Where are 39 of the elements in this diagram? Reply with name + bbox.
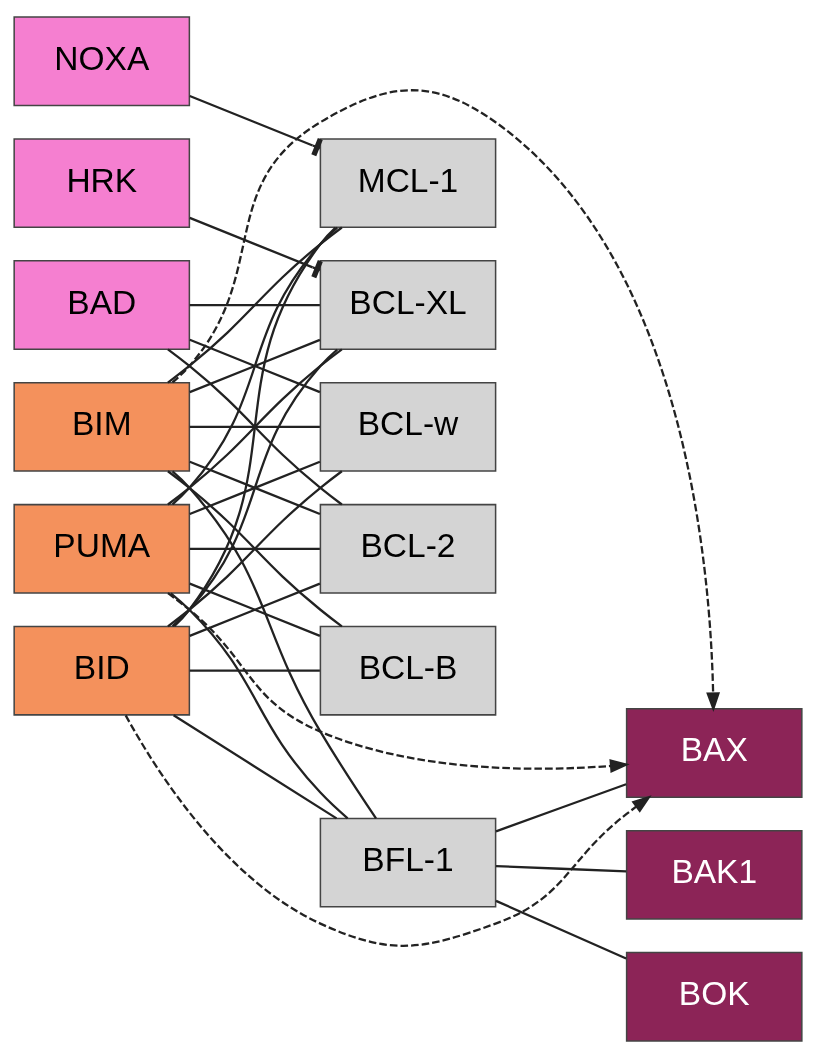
connector bbox=[495, 899, 627, 959]
node-box: BCL-B bbox=[319, 625, 497, 716]
node-box: BIM bbox=[13, 381, 191, 472]
connector bbox=[495, 864, 627, 872]
node-box: BID bbox=[13, 625, 191, 716]
connector bbox=[189, 547, 320, 550]
connector bbox=[189, 582, 321, 637]
connector bbox=[167, 226, 343, 383]
connector bbox=[189, 303, 320, 306]
node-box: BAK1 bbox=[625, 829, 803, 920]
node-box: BAX bbox=[625, 707, 803, 798]
connector bbox=[189, 338, 321, 393]
node-box: BCL-w bbox=[319, 381, 497, 472]
connector bbox=[173, 226, 337, 627]
connector bbox=[167, 347, 343, 505]
arrow bbox=[124, 714, 652, 947]
connector bbox=[495, 782, 627, 832]
node-box: BOK bbox=[625, 951, 803, 1042]
arrow bbox=[167, 591, 630, 773]
node-box: MCL-1 bbox=[319, 137, 497, 228]
connector bbox=[189, 216, 323, 278]
node-box: PUMA bbox=[13, 503, 191, 594]
connector bbox=[171, 226, 338, 505]
node-box: BFL-1 bbox=[319, 817, 497, 908]
connector bbox=[189, 94, 323, 156]
connector bbox=[189, 425, 320, 428]
node-box: BCL-2 bbox=[319, 503, 497, 594]
connector bbox=[173, 713, 338, 819]
connector bbox=[170, 591, 349, 819]
node-box: HRK bbox=[13, 137, 191, 228]
arrow bbox=[171, 88, 721, 712]
connector bbox=[171, 470, 377, 819]
connector bbox=[189, 669, 320, 672]
connector bbox=[189, 460, 321, 515]
node-box: NOXA bbox=[13, 15, 191, 106]
node-box: BCL-XL bbox=[319, 259, 497, 350]
node-box: BAD bbox=[13, 259, 191, 350]
connector bbox=[167, 469, 343, 627]
connector bbox=[171, 348, 338, 627]
